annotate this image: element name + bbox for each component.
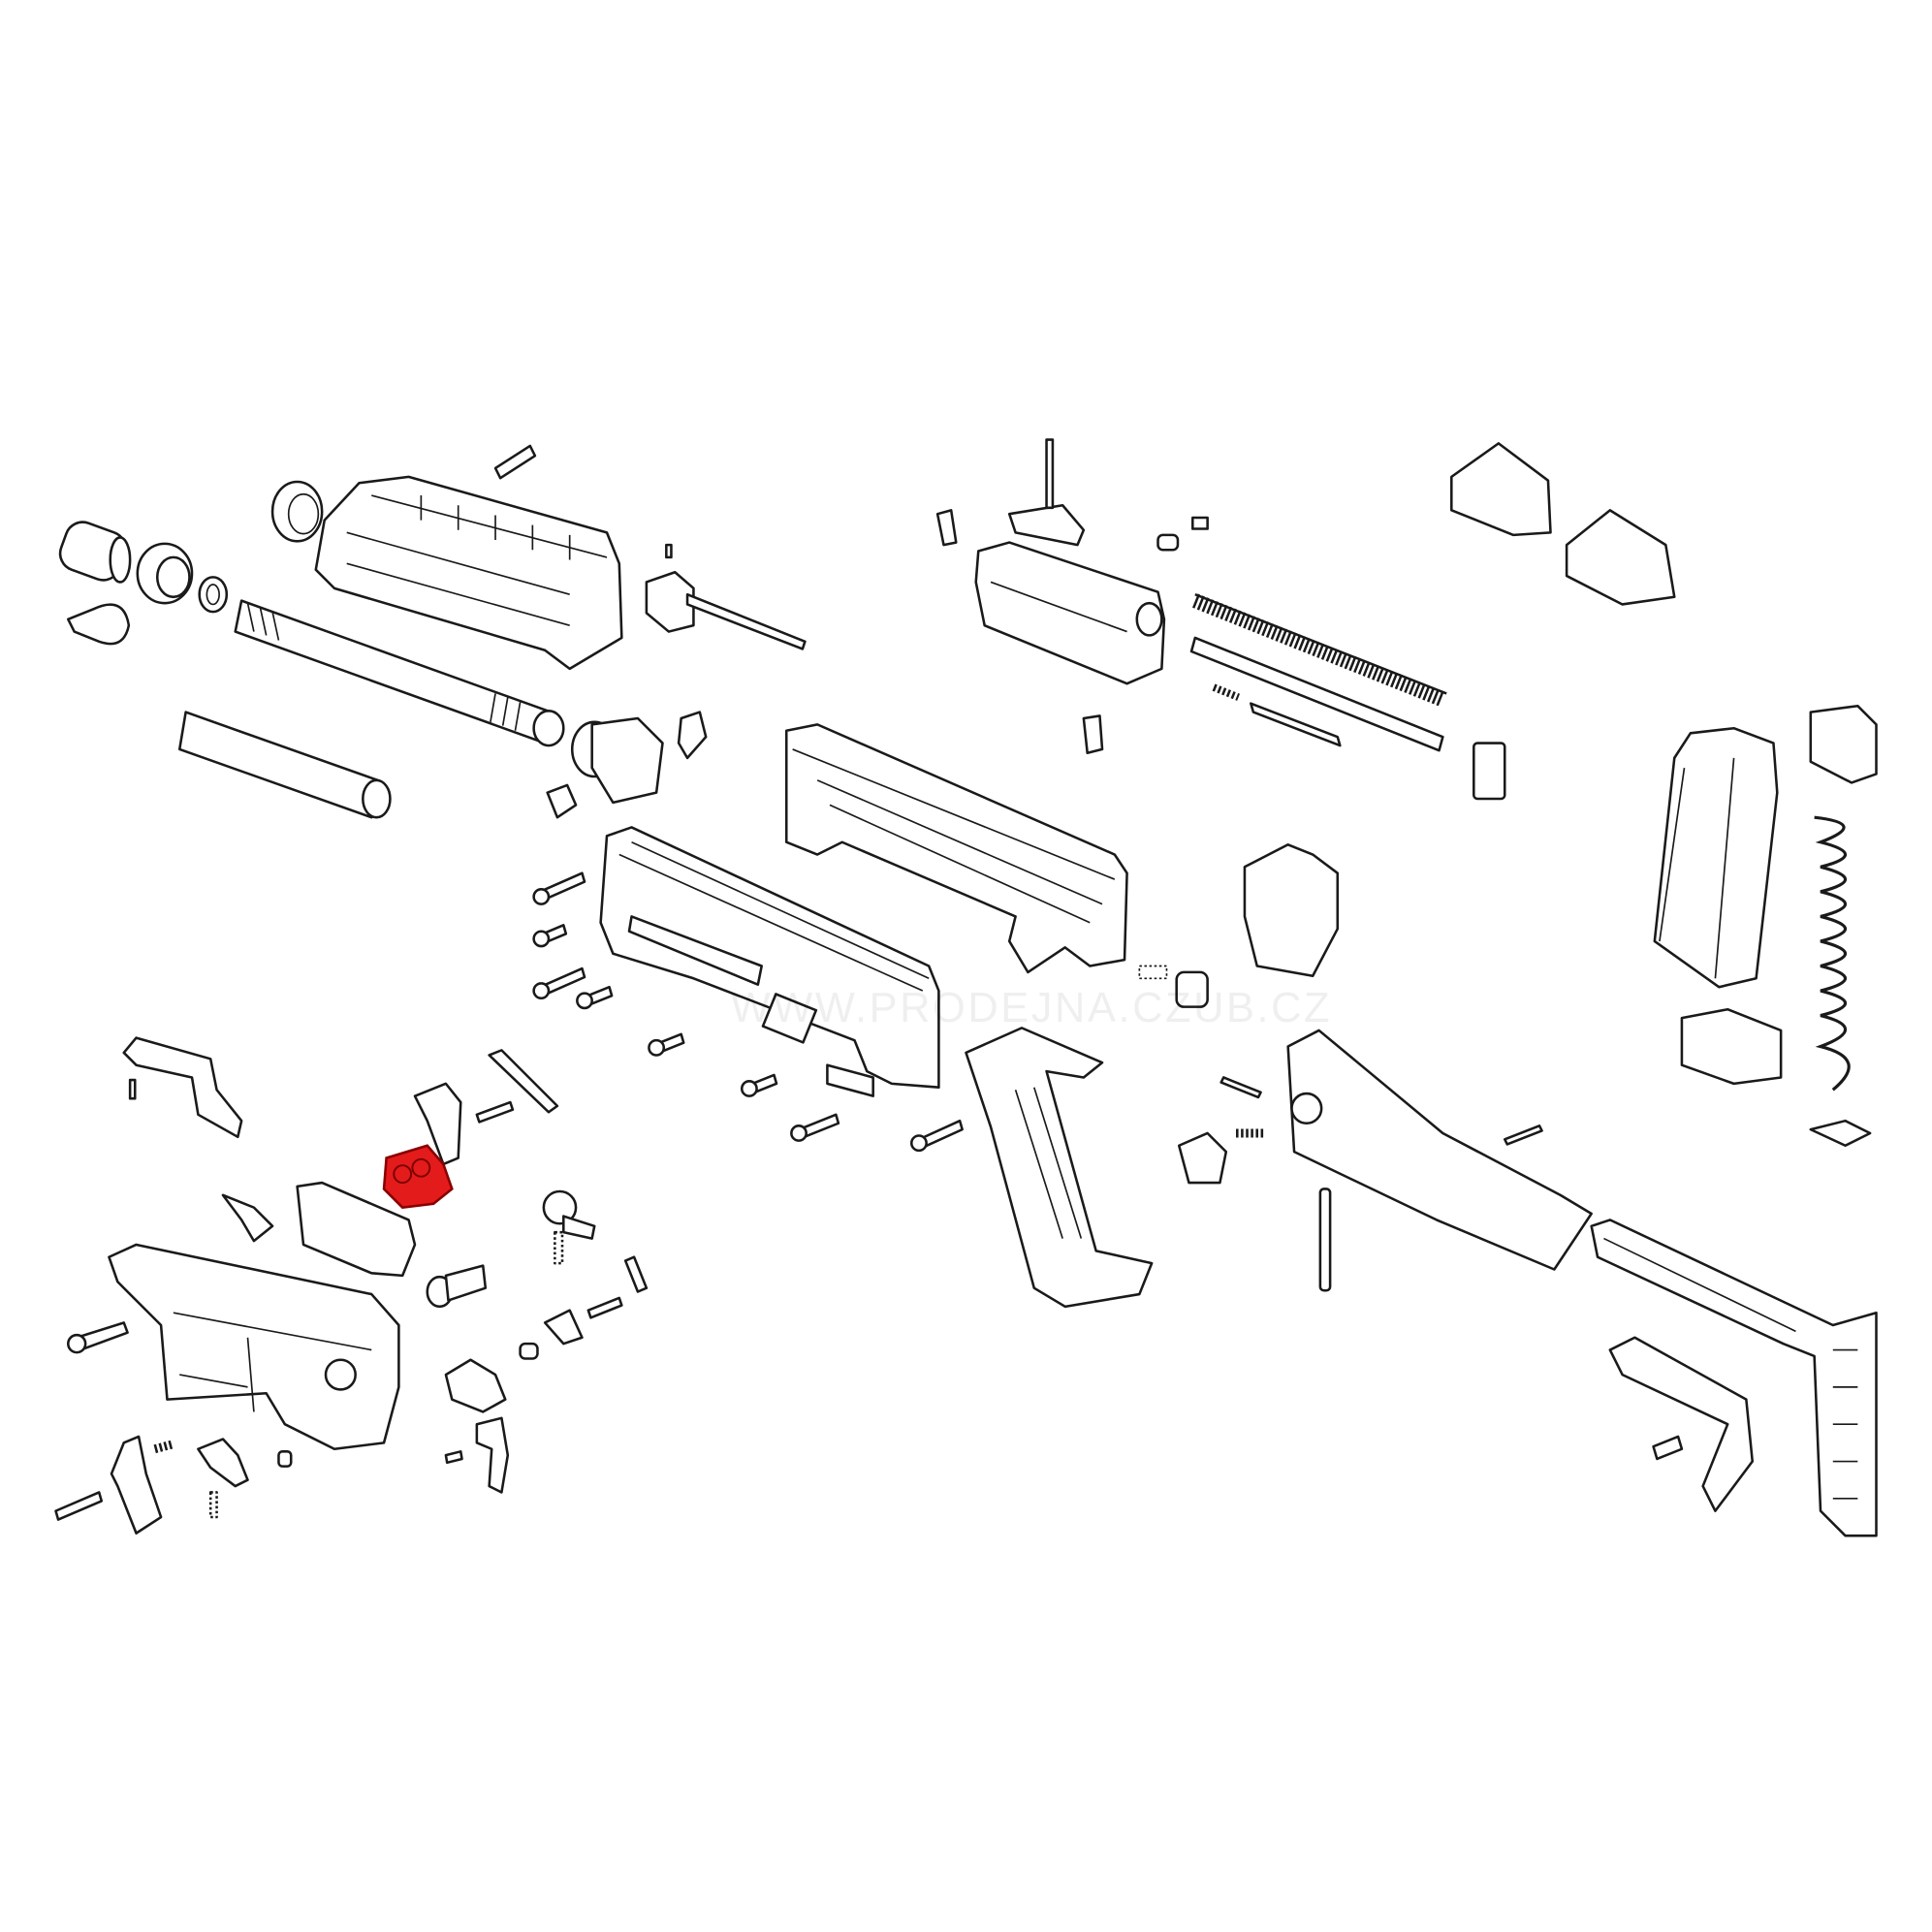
bolt-catch-housing[interactable] <box>1243 843 1340 977</box>
trigger-pin-2[interactable] <box>54 1491 104 1521</box>
folding-stock-hinge[interactable] <box>1286 1029 1593 1271</box>
muzzle-device[interactable] <box>55 518 132 586</box>
extractor[interactable] <box>935 509 958 547</box>
screws[interactable] <box>532 871 964 1153</box>
handguard[interactable] <box>314 475 623 671</box>
magazine-catch[interactable] <box>197 1438 249 1488</box>
barrel-nut[interactable] <box>136 542 194 605</box>
stock-arm[interactable] <box>1590 1219 1878 1537</box>
roll-pin[interactable] <box>1503 1124 1543 1146</box>
small-pin[interactable] <box>665 543 673 559</box>
guide-rod[interactable] <box>1189 636 1444 752</box>
magazine[interactable] <box>1653 726 1779 989</box>
hammer[interactable] <box>413 1082 462 1166</box>
magazine-release-lever[interactable] <box>122 1036 243 1139</box>
screw-small[interactable] <box>277 1450 293 1468</box>
stock-pin[interactable] <box>1652 1435 1684 1461</box>
trigger-housing-plate[interactable] <box>296 1181 417 1278</box>
small-spring[interactable] <box>1191 516 1209 530</box>
selector-shaft[interactable] <box>426 1264 488 1309</box>
hinge-pin[interactable] <box>1318 1188 1332 1292</box>
roller[interactable] <box>1156 533 1180 552</box>
handguard-ring[interactable] <box>270 480 324 543</box>
watermark: WWW.PRODEJNA.CZUB.CZ <box>731 985 1332 1031</box>
trigger[interactable] <box>475 1416 510 1494</box>
bushing[interactable] <box>519 1342 539 1360</box>
bolt-pin[interactable] <box>1082 714 1104 755</box>
barrel[interactable] <box>234 599 565 747</box>
stock-release-button[interactable] <box>1177 1128 1266 1185</box>
pin[interactable] <box>493 444 537 480</box>
selector-spring[interactable] <box>554 1230 564 1265</box>
magazine-insert[interactable] <box>1809 1119 1872 1148</box>
front-sight-block[interactable] <box>570 716 664 805</box>
stock-buttplate-lever[interactable] <box>1608 1336 1755 1512</box>
receiver[interactable] <box>599 826 940 1097</box>
magazine-follower[interactable] <box>1809 704 1878 784</box>
pistol-grip[interactable] <box>965 1027 1154 1309</box>
catch-spring[interactable] <box>208 1491 218 1519</box>
trigger-housing[interactable] <box>108 1243 400 1451</box>
magazine-spring[interactable] <box>1814 815 1851 1092</box>
ejector-spring[interactable] <box>488 1049 559 1114</box>
disconnector[interactable] <box>543 1309 584 1346</box>
selector-lever[interactable] <box>542 1189 596 1240</box>
sear-spring[interactable] <box>221 1193 274 1243</box>
sear[interactable] <box>444 1358 507 1413</box>
upper-receiver-cover[interactable] <box>784 723 1128 974</box>
firing-pin-retainer[interactable] <box>1007 503 1086 547</box>
trigger-spring-2[interactable] <box>153 1440 175 1454</box>
rear-trigger[interactable] <box>110 1435 163 1535</box>
magazine-floorplate[interactable] <box>1680 1007 1783 1086</box>
firing-pin-assembly[interactable] <box>1250 702 1342 747</box>
firing-pin[interactable] <box>1045 438 1055 510</box>
charging-handle[interactable] <box>645 570 807 650</box>
bolt-carrier[interactable] <box>974 541 1166 685</box>
buffer-spring[interactable] <box>1212 683 1240 701</box>
barrel-ring[interactable] <box>198 576 229 614</box>
trigger-spring[interactable] <box>623 1255 649 1293</box>
spring-pin[interactable] <box>128 1078 137 1100</box>
sight-clip[interactable] <box>677 711 708 760</box>
recoil-spring[interactable] <box>1192 593 1447 707</box>
stock-latch-button[interactable] <box>1138 965 1209 1008</box>
buffer[interactable] <box>1473 742 1506 801</box>
small-pin-2[interactable] <box>444 1450 463 1465</box>
rear-sight[interactable] <box>1450 442 1676 606</box>
highlighted-part-selector-plate[interactable] <box>382 1144 454 1209</box>
trigger-pin[interactable] <box>586 1296 623 1319</box>
nut[interactable] <box>546 783 578 819</box>
detent-pin[interactable] <box>1219 1076 1262 1099</box>
takedown-pin[interactable] <box>66 1321 129 1354</box>
pivot-pin[interactable] <box>475 1100 515 1124</box>
barrel-sleeve[interactable] <box>177 711 392 819</box>
retaining-clip[interactable] <box>66 603 131 646</box>
